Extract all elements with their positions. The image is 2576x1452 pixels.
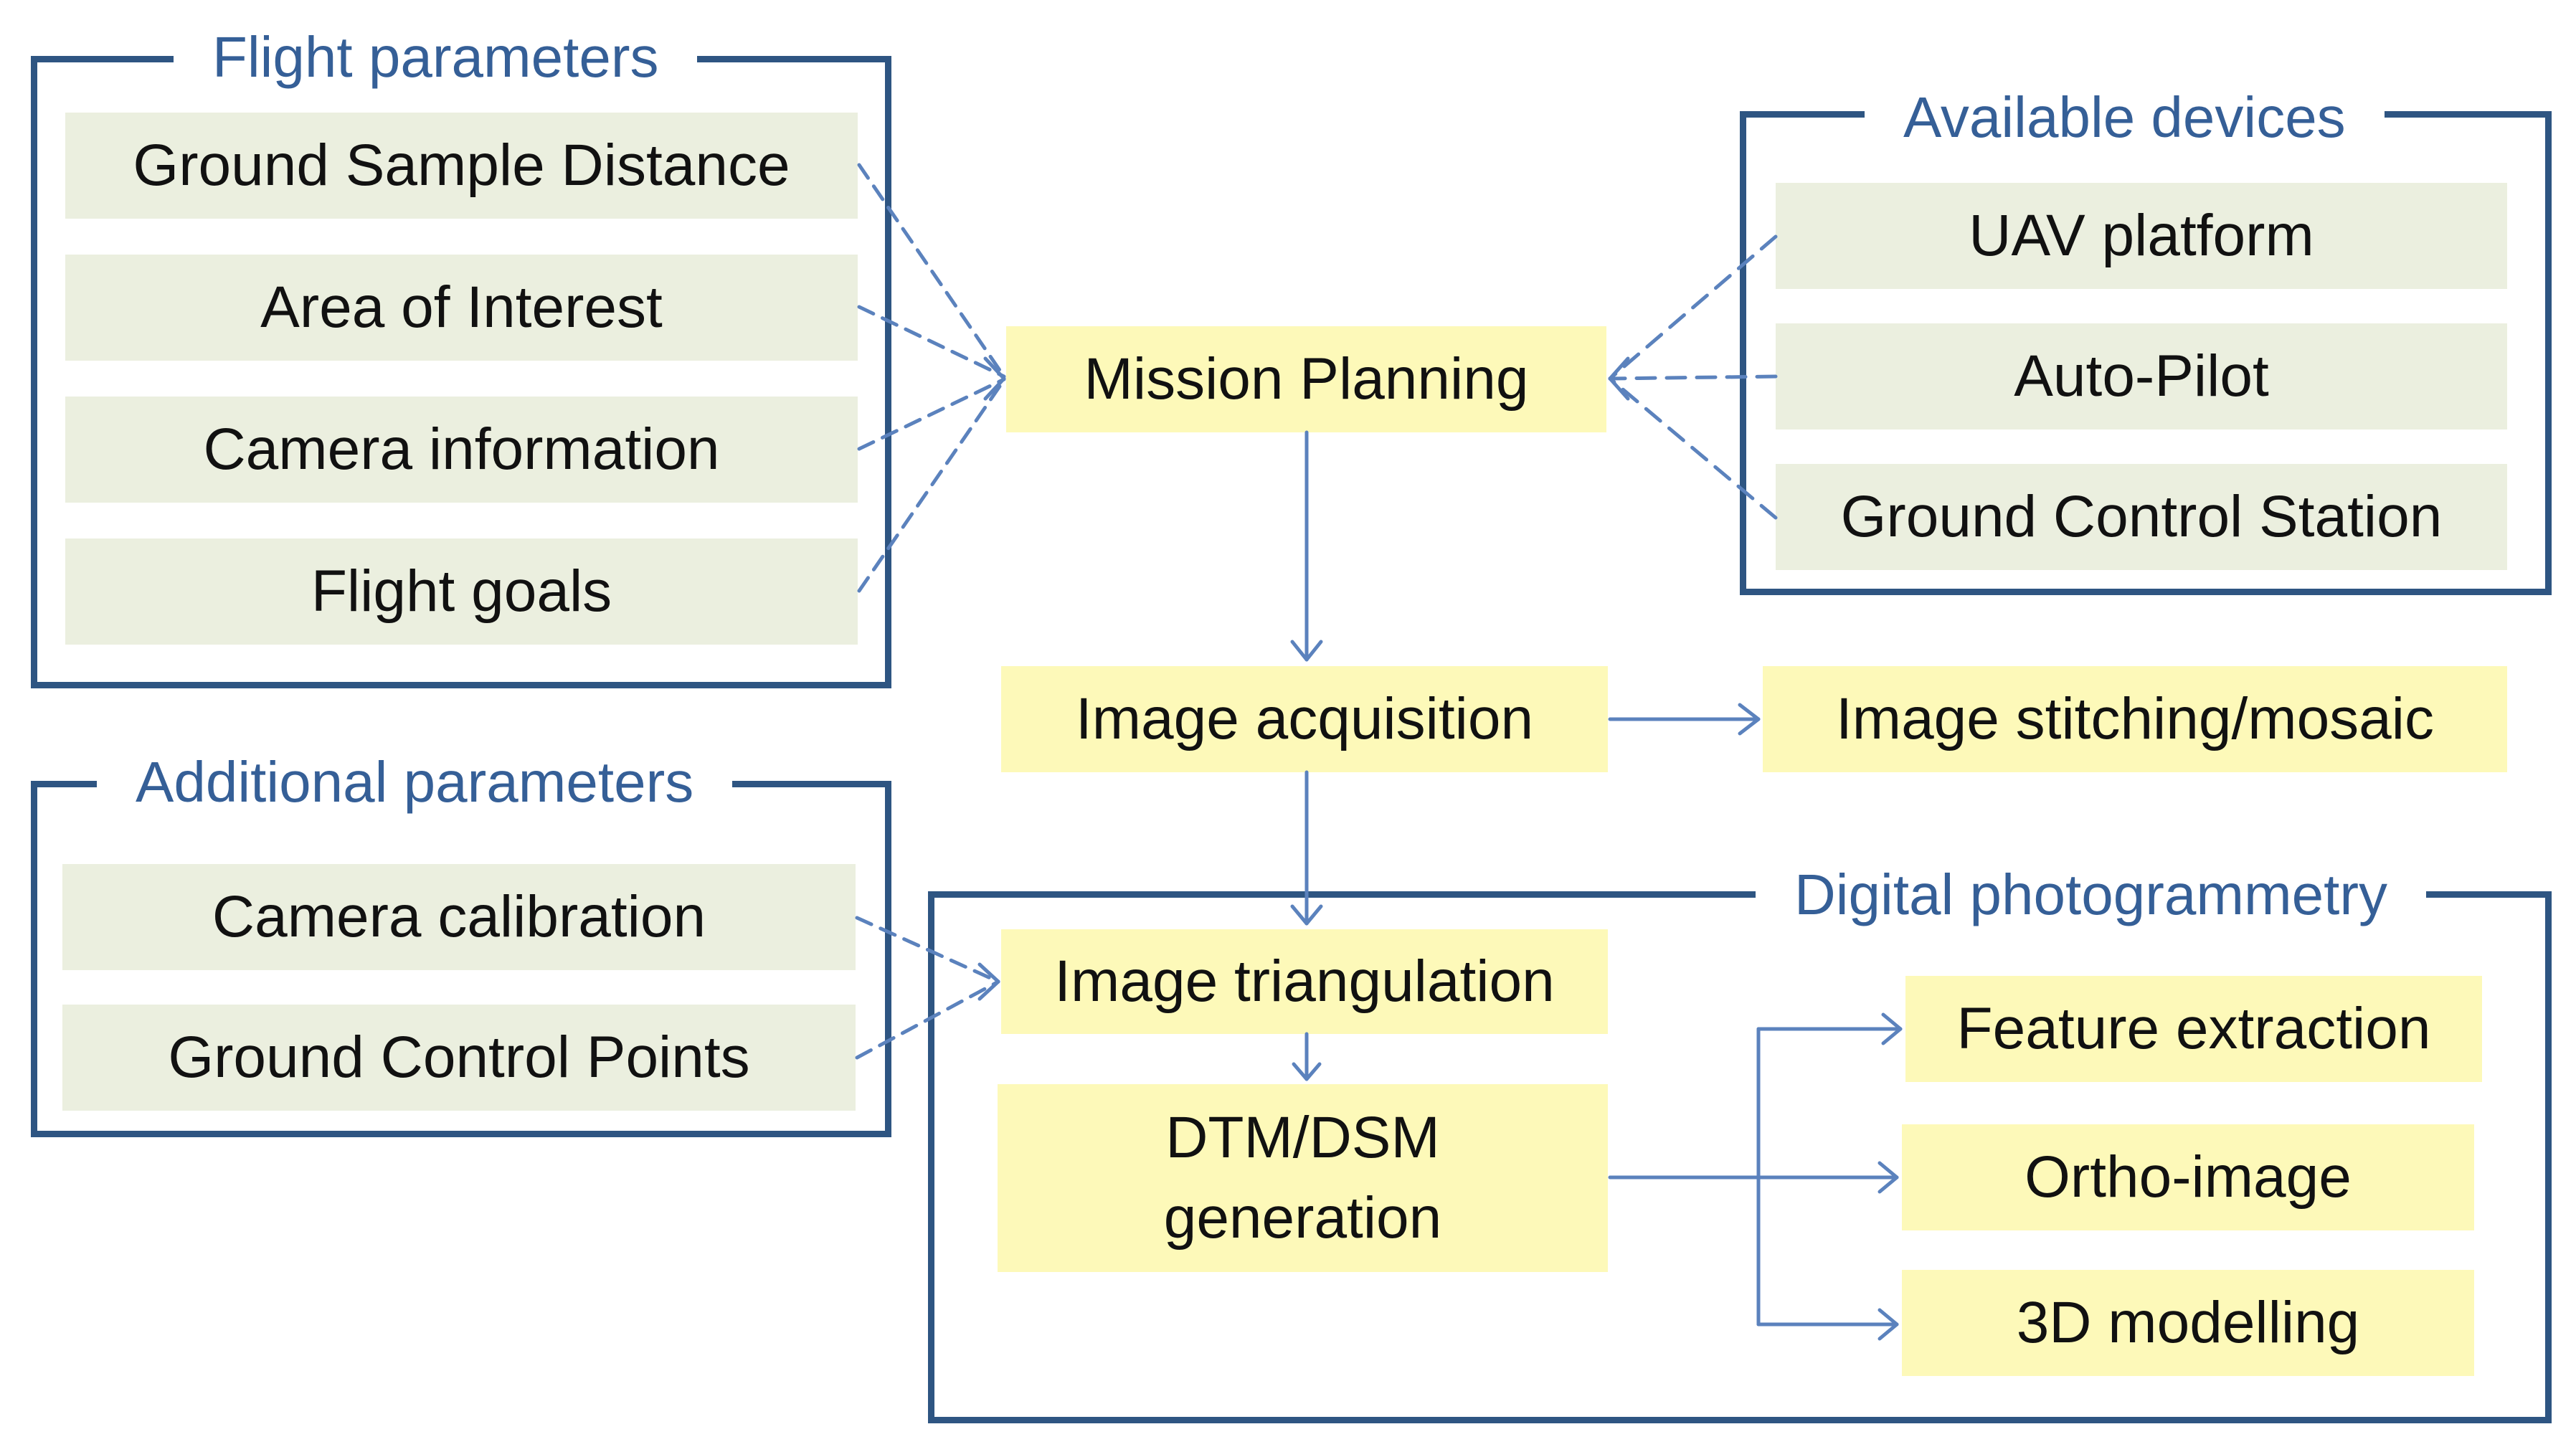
ground-control-points-box: Ground Control Points [62, 1005, 856, 1111]
flight-parameter-dashed-arrows [857, 163, 1006, 593]
dtm-to-products-arrows [1608, 1012, 1903, 1341]
area-of-interest-box: Area of Interest [65, 255, 858, 361]
digital-photogrammetry-title: Digital photogrammetry [1756, 859, 2426, 931]
dtm-dsm-label-line1: DTM/DSM [1165, 1105, 1440, 1170]
ground-sample-distance-box: Ground Sample Distance [65, 113, 858, 219]
triangulation-to-dtm-arrow [1292, 1032, 1322, 1081]
ground-control-station-box: Ground Control Station [1776, 464, 2507, 570]
image-stitching-box: Image stitching/mosaic [1763, 666, 2507, 772]
mission-planning-right-arrowhead [1608, 356, 1630, 401]
auto-pilot-box: Auto-Pilot [1776, 323, 2507, 430]
flight-parameters-title: Flight parameters [174, 22, 698, 93]
flight-goals-box: Flight goals [65, 538, 858, 645]
mission-planning-box: Mission Planning [1006, 326, 1606, 432]
device-dashed-arrows [1608, 234, 1778, 520]
additional-parameter-dashed-arrows [855, 916, 1000, 1060]
camera-information-box: Camera information [65, 397, 858, 503]
planning-to-acquisition-arrow [1290, 430, 1323, 662]
available-devices-title: Available devices [1865, 82, 2385, 153]
dtm-dsm-generation-box: DTM/DSM generation [998, 1084, 1608, 1272]
digital-photogrammetry-frame [928, 891, 2552, 1423]
camera-calibration-box: Camera calibration [62, 864, 856, 970]
acquisition-to-stitching-arrow [1608, 703, 1761, 736]
additional-parameters-title: Additional parameters [97, 746, 733, 818]
image-triangulation-box: Image triangulation [1001, 929, 1608, 1034]
ortho-image-box: Ortho-image [1902, 1124, 2474, 1230]
acquisition-to-triangulation-arrow [1290, 770, 1323, 926]
3d-modelling-box: 3D modelling [1902, 1270, 2474, 1376]
dtm-dsm-label-line2: generation [1163, 1185, 1442, 1251]
triangulation-left-arrowhead [977, 962, 1000, 1001]
mission-planning-left-arrowhead [983, 356, 1006, 401]
feature-extraction-box: Feature extraction [1905, 976, 2482, 1082]
uav-platform-box: UAV platform [1776, 183, 2507, 289]
image-acquisition-box: Image acquisition [1001, 666, 1608, 772]
